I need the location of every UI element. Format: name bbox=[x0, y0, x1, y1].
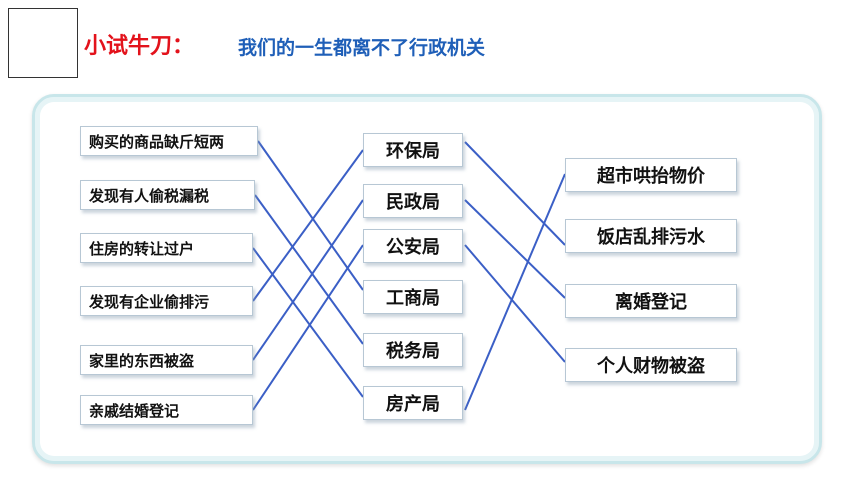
slide-subtitle: 我们的一生都离不了行政机关 bbox=[238, 37, 486, 59]
mid-item-1[interactable]: 环保局 bbox=[363, 133, 463, 167]
left-item-label: 发现有企业偷排污 bbox=[89, 292, 210, 311]
left-item-3[interactable]: 住房的转让过户 bbox=[80, 233, 253, 263]
mid-item-label: 公安局 bbox=[386, 237, 440, 258]
right-item-label: 超市哄抬物价 bbox=[597, 166, 705, 187]
right-item-label: 离婚登记 bbox=[615, 292, 687, 313]
mid-item-3[interactable]: 公安局 bbox=[363, 229, 463, 263]
mid-item-2[interactable]: 民政局 bbox=[363, 184, 463, 218]
corner-frame bbox=[8, 8, 78, 78]
left-item-label: 住房的转让过户 bbox=[89, 239, 195, 258]
mid-item-label: 工商局 bbox=[386, 288, 440, 309]
right-item-1[interactable]: 超市哄抬物价 bbox=[565, 158, 737, 192]
mid-item-4[interactable]: 工商局 bbox=[363, 280, 463, 314]
left-item-6[interactable]: 亲戚结婚登记 bbox=[80, 395, 253, 425]
slide-title: 小试牛刀： bbox=[84, 34, 195, 59]
left-item-label: 发现有人偷税漏税 bbox=[89, 186, 210, 205]
mid-item-label: 民政局 bbox=[386, 192, 440, 213]
left-item-label: 家里的东西被盗 bbox=[89, 351, 195, 370]
mid-item-6[interactable]: 房产局 bbox=[363, 386, 463, 420]
right-item-label: 饭店乱排污水 bbox=[597, 227, 705, 248]
left-item-label: 购买的商品缺斤短两 bbox=[89, 132, 225, 151]
mid-item-label: 税务局 bbox=[386, 341, 440, 362]
left-item-1[interactable]: 购买的商品缺斤短两 bbox=[80, 126, 258, 156]
right-item-2[interactable]: 饭店乱排污水 bbox=[565, 219, 737, 253]
right-item-4[interactable]: 个人财物被盗 bbox=[565, 348, 737, 382]
left-item-2[interactable]: 发现有人偷税漏税 bbox=[80, 180, 255, 210]
left-item-5[interactable]: 家里的东西被盗 bbox=[80, 345, 253, 375]
mid-item-label: 房产局 bbox=[386, 394, 440, 415]
mid-item-label: 环保局 bbox=[386, 141, 440, 162]
right-item-3[interactable]: 离婚登记 bbox=[565, 284, 737, 318]
left-item-label: 亲戚结婚登记 bbox=[89, 401, 180, 420]
mid-item-5[interactable]: 税务局 bbox=[363, 333, 463, 367]
right-item-label: 个人财物被盗 bbox=[597, 356, 705, 377]
left-item-4[interactable]: 发现有企业偷排污 bbox=[80, 286, 253, 316]
